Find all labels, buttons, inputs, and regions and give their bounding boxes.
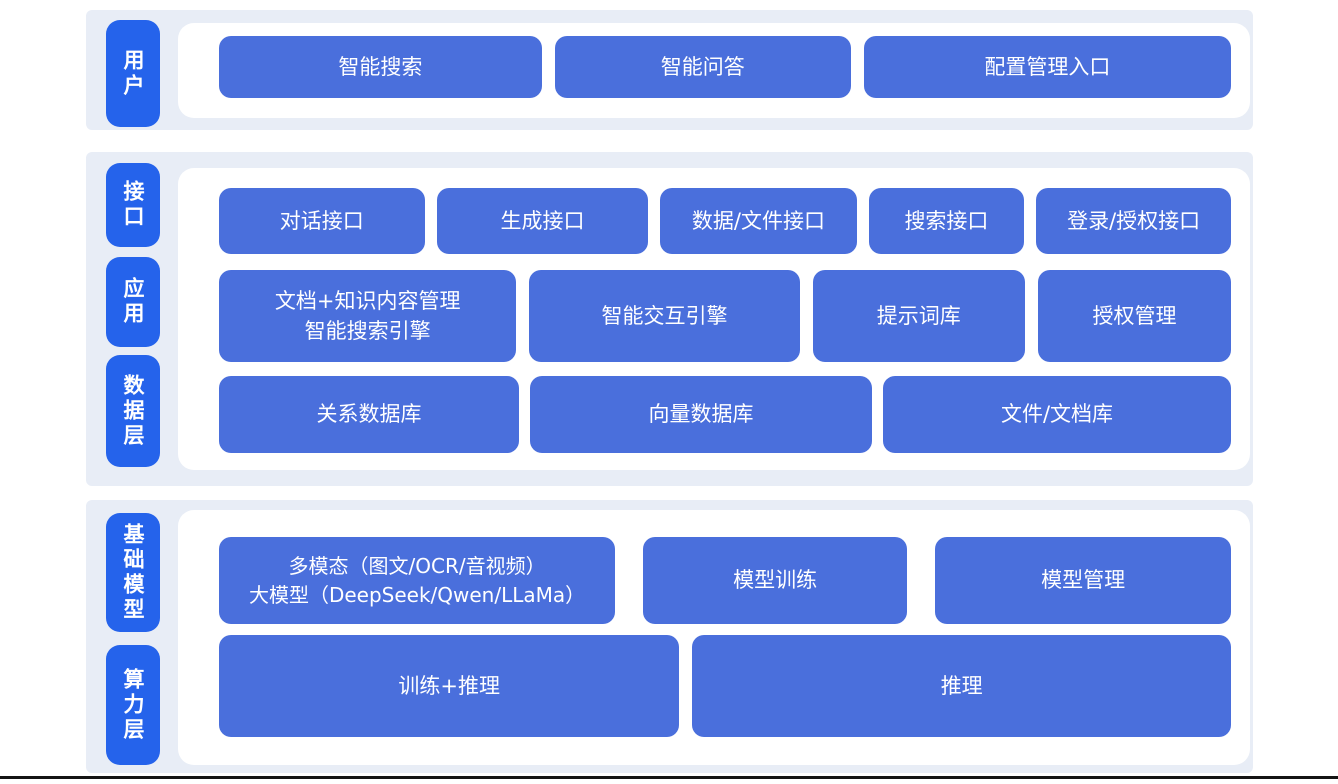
box-vector-db: 向量数据库: [530, 376, 872, 453]
box-login-auth-api: 登录/授权接口: [1036, 188, 1231, 254]
box-data-file-api: 数据/文件接口: [660, 188, 857, 254]
side-label-compute-layer: 算力层: [106, 645, 160, 765]
side-label-interface: 接口: [106, 163, 160, 247]
side-label-data-layer: 数据层: [106, 355, 160, 467]
row-foundation-models: 多模态（图文/OCR/音视频） 大模型（DeepSeek/Qwen/LLaMa）…: [219, 537, 1231, 624]
box-config-management-entry: 配置管理入口: [863, 36, 1231, 98]
side-label-foundation-model: 基础模型: [106, 513, 160, 632]
bottom-divider-line: [0, 776, 1338, 779]
box-multimodal-llm: 多模态（图文/OCR/音视频） 大模型（DeepSeek/Qwen/LLaMa）: [219, 537, 616, 624]
box-file-doc-store: 文件/文档库: [883, 376, 1231, 453]
box-model-management: 模型管理: [935, 537, 1231, 624]
box-doc-knowledge-search-engine: 文档+知识内容管理 智能搜索引擎: [219, 270, 517, 362]
row-user-entries: 智能搜索 智能问答 配置管理入口: [219, 36, 1231, 98]
box-search-api: 搜索接口: [868, 188, 1025, 254]
box-auth-management: 授权管理: [1037, 270, 1232, 362]
side-label-user: 用户: [106, 20, 160, 127]
box-dialog-api: 对话接口: [219, 188, 425, 254]
row-data-stores: 关系数据库 向量数据库 文件/文档库: [219, 376, 1231, 453]
box-prompt-library: 提示词库: [812, 270, 1025, 362]
section-bottom-inner-panel: 多模态（图文/OCR/音视频） 大模型（DeepSeek/Qwen/LLaMa）…: [178, 510, 1250, 765]
box-smart-search: 智能搜索: [219, 36, 542, 98]
row-compute: 训练+推理 推理: [219, 635, 1231, 737]
side-label-application: 应用: [106, 257, 160, 347]
section-middle: 接口 应用 数据层 对话接口 生成接口 数据/文件接口 搜索接口 登录/授权接口…: [86, 152, 1253, 486]
box-training-inference: 训练+推理: [219, 635, 680, 737]
box-interactive-engine: 智能交互引擎: [529, 270, 800, 362]
row-interfaces: 对话接口 生成接口 数据/文件接口 搜索接口 登录/授权接口: [219, 188, 1231, 254]
row-applications: 文档+知识内容管理 智能搜索引擎 智能交互引擎 提示词库 授权管理: [219, 270, 1232, 362]
box-relational-db: 关系数据库: [219, 376, 519, 453]
box-smart-qa: 智能问答: [554, 36, 851, 98]
section-bottom: 基础模型 算力层 多模态（图文/OCR/音视频） 大模型（DeepSeek/Qw…: [86, 500, 1253, 773]
section-users: 用户 智能搜索 智能问答 配置管理入口: [86, 10, 1253, 130]
section-users-inner-panel: 智能搜索 智能问答 配置管理入口: [178, 23, 1250, 118]
box-inference: 推理: [692, 635, 1231, 737]
box-generation-api: 生成接口: [436, 188, 649, 254]
section-middle-inner-panel: 对话接口 生成接口 数据/文件接口 搜索接口 登录/授权接口 文档+知识内容管理…: [178, 168, 1250, 470]
box-model-training: 模型训练: [643, 537, 908, 624]
